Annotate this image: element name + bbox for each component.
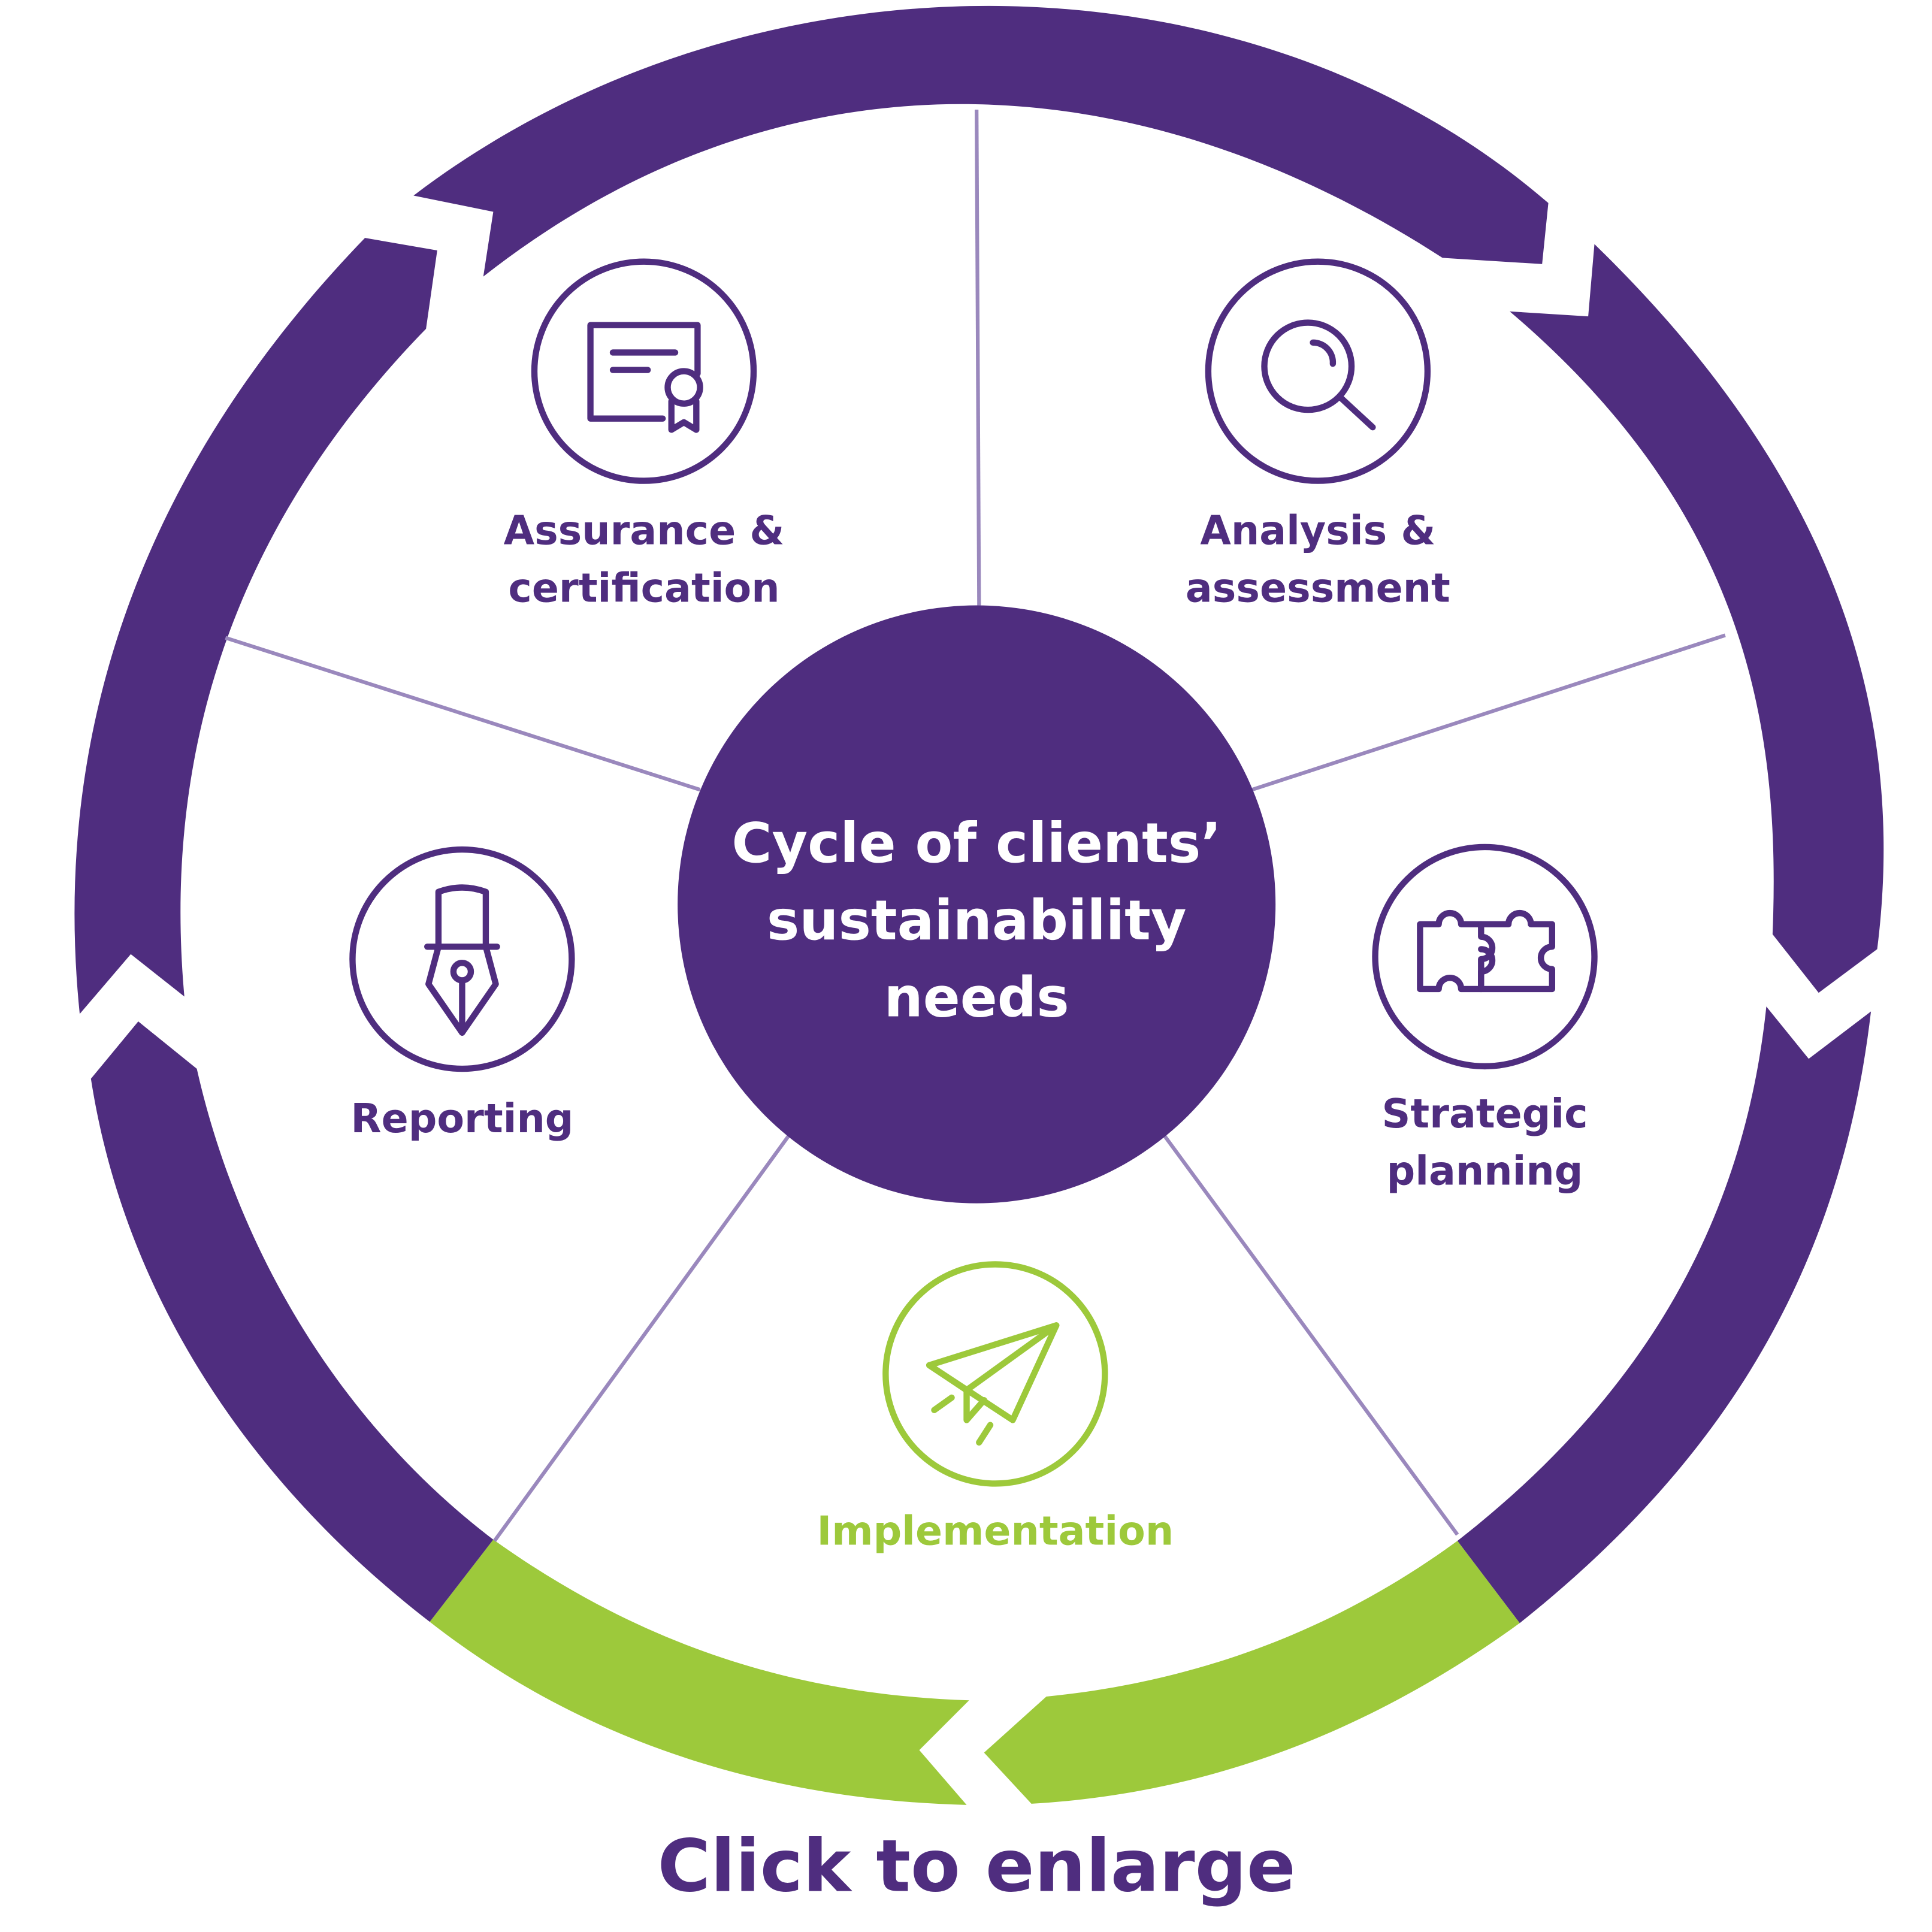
segment-analysis-label-line-1: Analysis & [1200,507,1435,554]
certificate-icon [587,322,703,433]
center-hub: Cycle of clients’ sustainability needs [678,605,1276,1204]
center-circle [678,605,1276,1204]
divider-right [1251,633,1726,792]
ring-arrow-lower-right-purple [1457,1006,1871,1623]
segment-assurance-label-line-1: Assurance & [504,507,785,554]
segment-assurance[interactable]: Assurance & certification [504,258,785,612]
ring-arrow-top [413,5,1549,277]
segment-implementation-label: Implementation [817,1507,1174,1554]
ring-arrow-right [1510,244,1884,993]
segment-reporting-label: Reporting [350,1095,573,1142]
segment-assurance-icon-circle [531,258,757,484]
ring-arrow-lower-right-green [984,1541,1520,1804]
segment-analysis[interactable]: Analysis & assessment [1186,258,1450,612]
divider-left [225,636,701,792]
ring-arrow-lower-left-purple [90,1021,494,1622]
segment-strategic-label-line-2: planning [1387,1147,1583,1194]
segment-assurance-label-line-2: certification [508,564,779,611]
center-title-line-3: needs [884,966,1069,1030]
segment-analysis-label-line-2: assessment [1186,564,1450,611]
paper-plane-icon [926,1322,1060,1446]
ring-arrow-left [74,238,437,1014]
segment-analysis-icon-circle [1205,258,1431,484]
divider-lower-right [1163,1135,1459,1536]
segment-strategic-label-line-1: Strategic [1381,1090,1588,1137]
divider-lower-left [492,1135,790,1542]
enlarge-link[interactable]: Click to enlarge [658,1824,1296,1908]
segment-implementation-icon-circle [882,1261,1108,1487]
center-title-line-2: sustainability [767,888,1187,953]
ring-arrow-lower-left-green [430,1540,969,1805]
outer-ring [74,5,1884,1805]
center-title-line-1: Cycle of clients’ [731,811,1222,875]
segment-strategic-icon-circle [1372,843,1598,1070]
segment-strategic[interactable]: Strategic planning [1372,843,1598,1194]
segment-reporting[interactable]: Reporting [349,846,575,1142]
segment-implementation[interactable]: Implementation [817,1261,1174,1554]
magnifier-icon [1261,319,1376,431]
segment-reporting-icon-circle [349,846,575,1072]
puzzle-icon [1417,910,1556,993]
fountain-pen-icon [424,884,500,1036]
divider-top [975,109,981,606]
segment-dividers [225,109,1726,1542]
